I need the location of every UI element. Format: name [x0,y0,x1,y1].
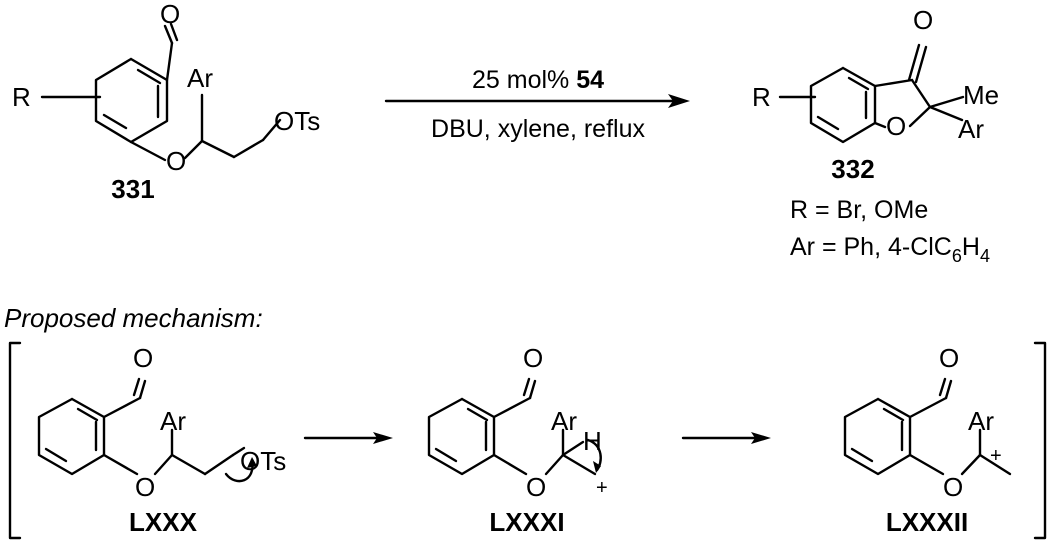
carbocation-charge-lxxxii: + [990,445,1002,467]
ether-oxygen-lxxx: O [135,472,155,502]
r-substituent-331: R [12,82,31,112]
intermediate-label-lxxx: LXXX [129,507,198,537]
mechanism-arrow-2 [681,432,771,444]
carbonyl-oxygen-lxxx: O [133,343,153,373]
tosylate-group-331: OTs [274,106,320,136]
compound-332-structure [778,43,965,144]
carbonyl-oxygen-331: O [160,0,180,29]
catalyst-loading-text: 25 mol% [472,66,576,94]
right-bracket [1033,341,1047,540]
compound-label-331: 331 [111,174,154,204]
methyl-group-332: Me [963,80,999,110]
reaction-conditions-reagents: DBU, xylene, reflux [431,115,645,143]
reaction-arrow [384,94,690,108]
r-substituent-332: R [752,82,771,112]
aryl-group-332: Ar [958,114,984,144]
intermediate-label-lxxxi: LXXXI [489,507,564,537]
ether-oxygen-331: O [166,146,186,176]
intermediate-lxxxi-structure [427,377,602,476]
ar-definition-subscript-4: 4 [980,246,990,266]
ketone-oxygen-332: O [913,5,933,35]
mechanism-heading: Proposed mechanism: [4,303,263,333]
aryl-group-lxxxii: Ar [968,406,994,436]
ether-oxygen-lxxxii: O [943,472,963,502]
ring-oxygen-332: O [886,111,906,141]
migrating-hydrogen: H [583,426,602,456]
ar-definition: Ar = Ph, 4-ClC6H4 [790,233,990,266]
carbocation-charge-lxxxi: + [596,477,608,499]
aryl-group-lxxx: Ar [160,406,186,436]
tosylate-group-lxxx: OTs [240,446,286,476]
ar-definition-subscript-6: 6 [952,246,962,266]
catalyst-number: 54 [576,66,604,94]
aryl-group-lxxxi: Ar [551,406,577,436]
mechanism-arrow-1 [303,432,393,444]
ether-oxygen-lxxxi: O [526,472,546,502]
compound-label-332: 332 [831,154,874,184]
ar-definition-prefix: Ar = Ph, 4-ClC [790,233,952,261]
r-definition: R = Br, OMe [790,196,928,224]
compound-331-structure [40,22,282,162]
left-bracket [8,341,22,540]
carbonyl-oxygen-lxxxii: O [939,343,959,373]
intermediate-lxxx-structure [37,377,257,483]
intermediate-lxxxii-structure [843,377,1012,476]
intermediate-label-lxxxii: LXXXII [886,507,968,537]
carbonyl-oxygen-lxxxi: O [523,343,543,373]
ar-definition-hydrogen: H [962,233,980,261]
reaction-conditions-catalyst: 25 mol% 54 [472,66,604,94]
aryl-group-331: Ar [187,63,213,93]
